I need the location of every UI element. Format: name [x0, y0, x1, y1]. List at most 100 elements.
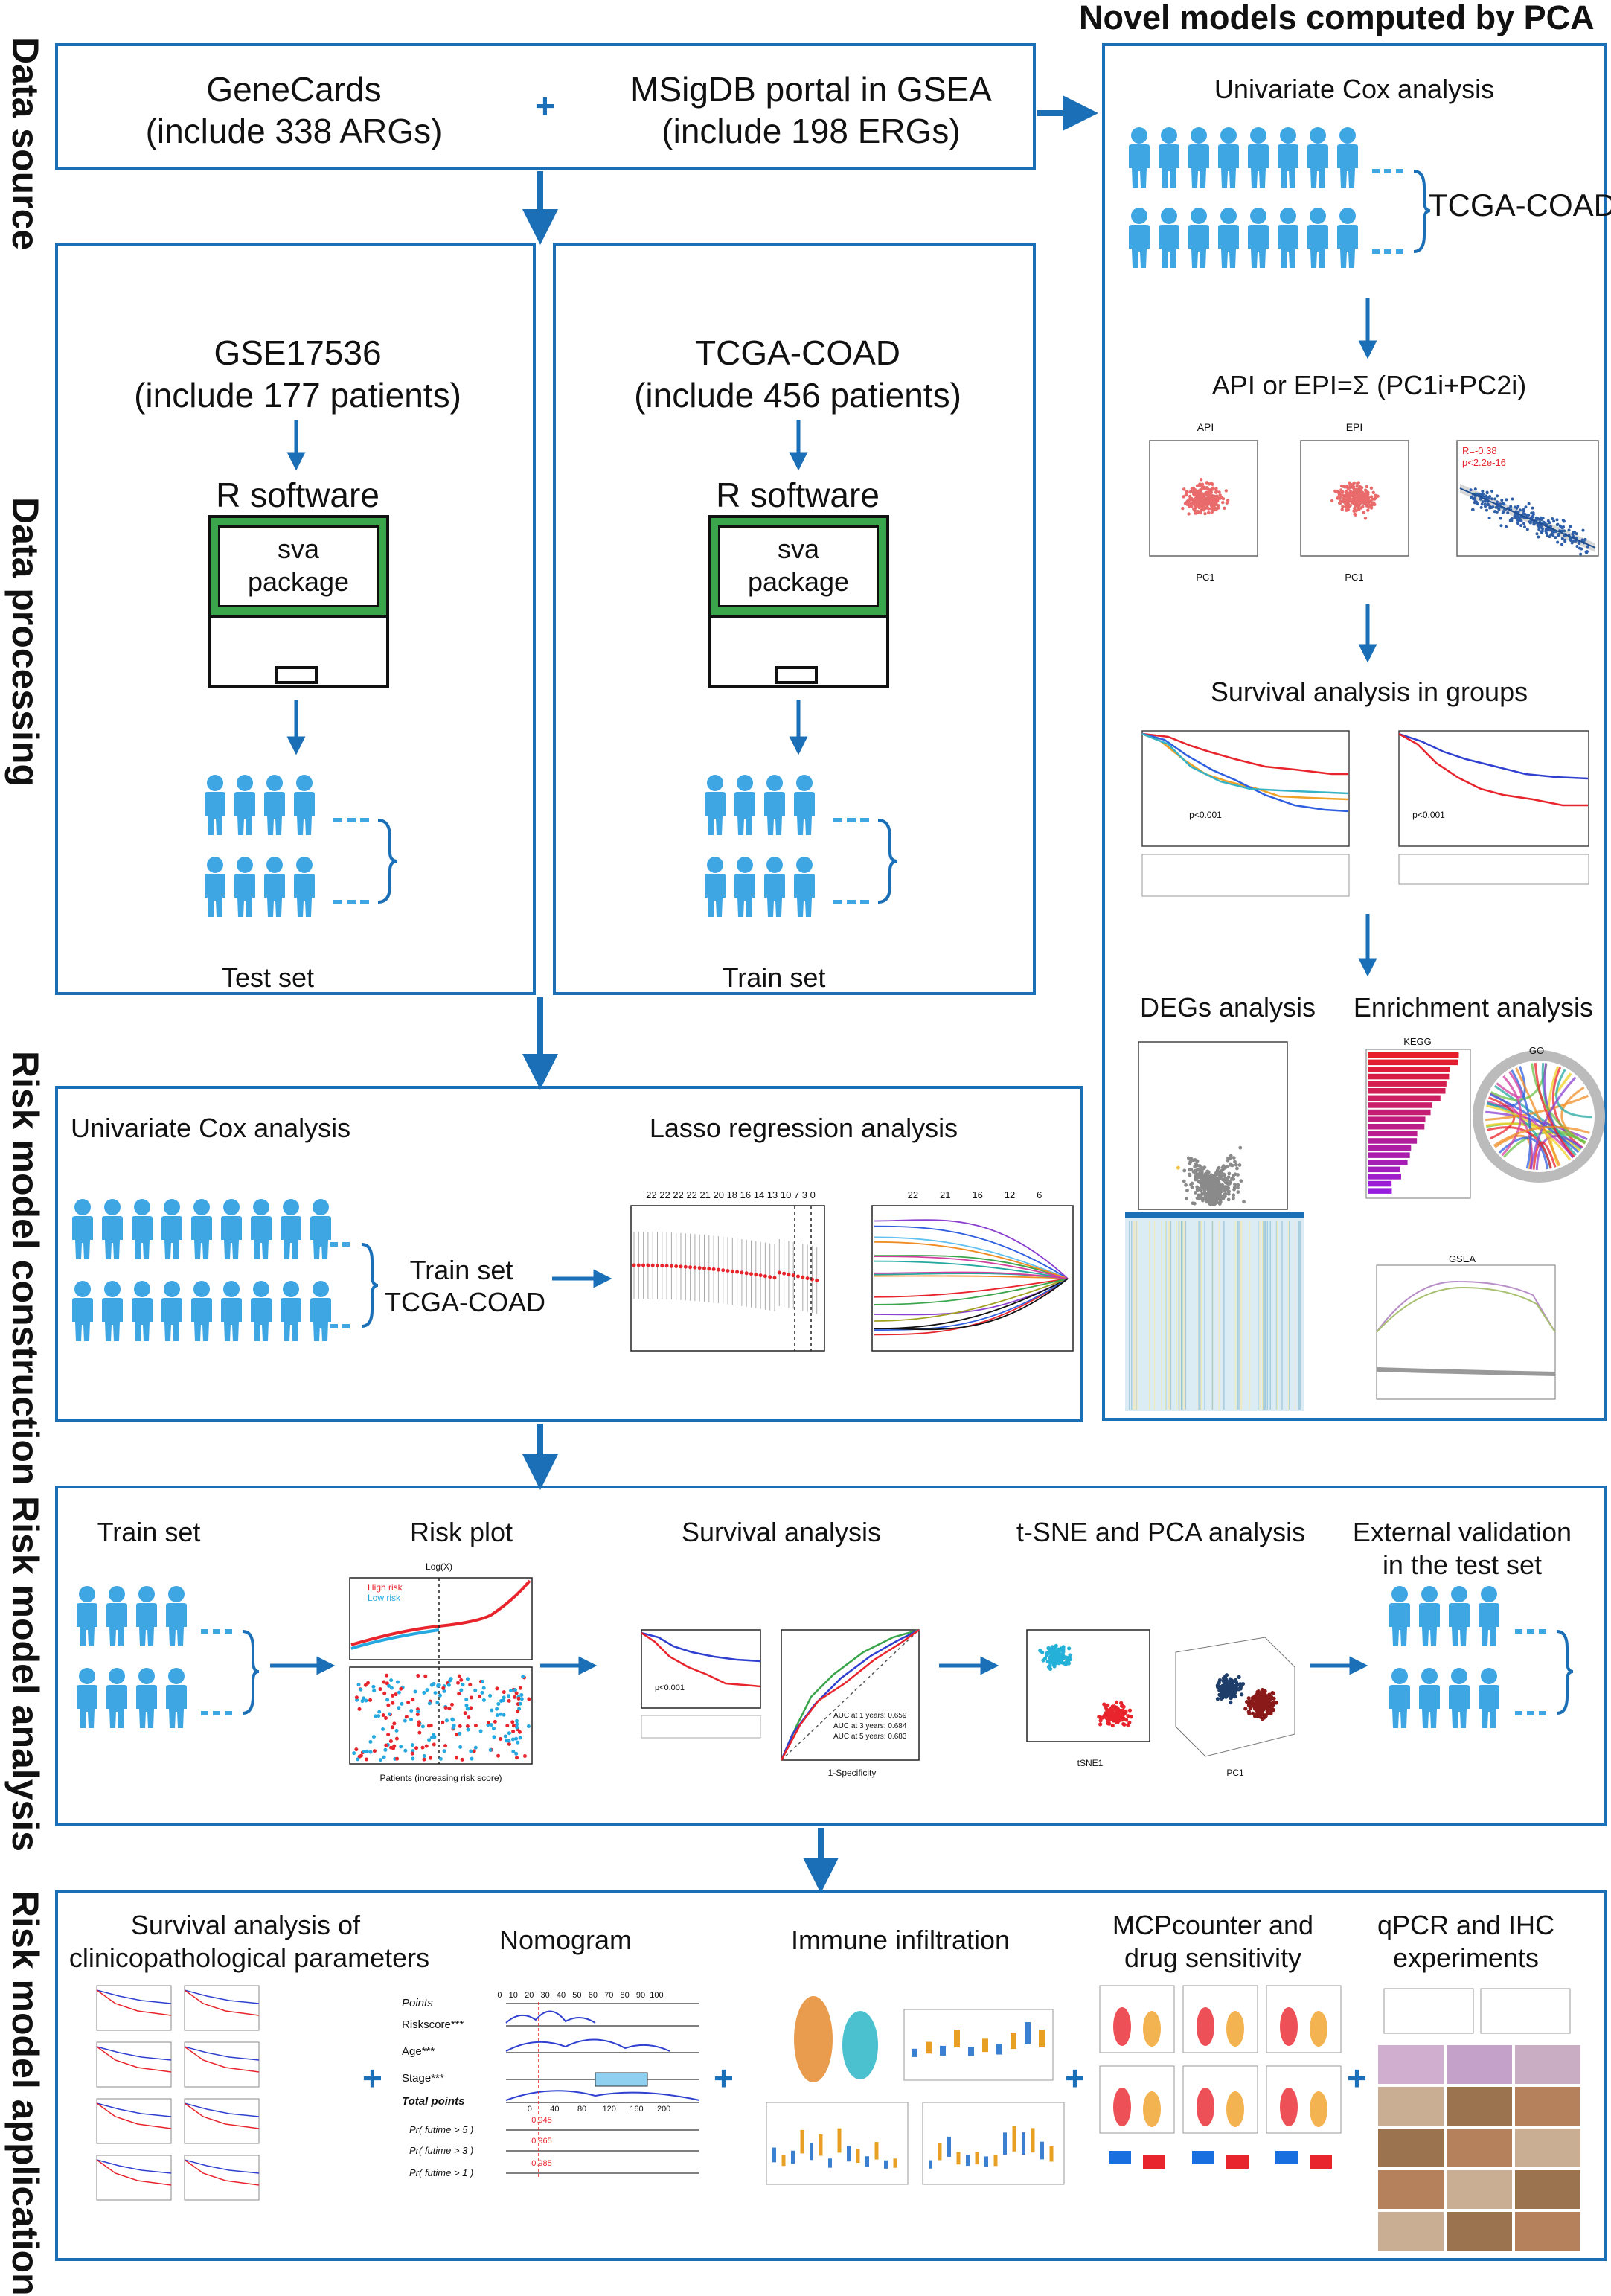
tsne-dot — [1048, 1663, 1052, 1668]
scatter-dot — [1374, 493, 1377, 497]
mcp-violin — [1113, 2088, 1131, 2126]
pca-dot — [1268, 1710, 1272, 1715]
corr-dot — [1516, 504, 1520, 508]
risk-dot — [454, 1756, 458, 1760]
volcano-dot — [1221, 1164, 1226, 1168]
heatmap-thumb — [1125, 1212, 1304, 1411]
analysis-external-2: in the test set — [1382, 1550, 1543, 1580]
risk-dot — [354, 1695, 359, 1700]
scatter-dot — [1205, 503, 1209, 507]
lasso-point — [772, 1276, 777, 1280]
lasso-point — [641, 1263, 646, 1267]
immune-box — [781, 2155, 786, 2167]
pca-dot — [1224, 1693, 1229, 1698]
volcano-dot — [1193, 1201, 1197, 1206]
risk-dot — [502, 1695, 506, 1700]
pca-dot — [1265, 1707, 1269, 1712]
risk-dot — [464, 1697, 469, 1701]
r-window-line-left — [211, 615, 386, 618]
volcano-dot — [1202, 1176, 1206, 1180]
risk-dot — [446, 1683, 451, 1687]
lasso-coef-thumb — [871, 1205, 1074, 1352]
kegg-bar — [1368, 1152, 1410, 1158]
scatter-dot — [1196, 490, 1200, 493]
risk-dot — [374, 1714, 378, 1718]
risk-dot — [466, 1707, 470, 1711]
risk-dot — [459, 1688, 464, 1692]
scatter-dot — [1184, 493, 1188, 497]
lasso-point — [791, 1273, 795, 1278]
pca-dot — [1227, 1680, 1232, 1684]
lasso-path — [874, 1278, 1069, 1305]
corr-dot — [1487, 517, 1491, 520]
risk-dot — [510, 1737, 515, 1742]
tsne-dot — [1104, 1707, 1109, 1712]
clinical-km-panel — [184, 2098, 260, 2144]
corr-dot — [1560, 537, 1564, 540]
risk-dot — [527, 1697, 531, 1701]
pc1-label-b: PC1 — [1345, 572, 1364, 583]
volcano-dot — [1185, 1189, 1189, 1192]
immune-box — [837, 2128, 842, 2153]
pca-dot — [1219, 1684, 1223, 1689]
risk-dot — [410, 1743, 414, 1747]
lasso-point — [716, 1267, 720, 1272]
corr-dot — [1490, 489, 1494, 493]
kegg-bar — [1368, 1145, 1412, 1151]
chord-link — [1529, 1076, 1577, 1170]
tsne-dot — [1113, 1707, 1118, 1711]
tsne-dot — [1068, 1653, 1072, 1657]
pca-dot — [1228, 1677, 1232, 1681]
nomo-row-7: Pr( futime > 1 ) — [409, 2167, 474, 2178]
immune-box — [856, 2149, 860, 2164]
scatter-dot — [1339, 488, 1343, 492]
corr-dot — [1480, 502, 1484, 506]
corr-dot — [1473, 487, 1477, 491]
lasso-point — [721, 1268, 726, 1273]
corr-dot — [1494, 505, 1498, 509]
risk-dot — [416, 1674, 420, 1678]
risk-dot — [489, 1723, 493, 1727]
analysis-survival: Survival analysis — [681, 1517, 882, 1547]
nomo-val-2: 0.965 — [531, 2137, 552, 2146]
volcano-dot — [1216, 1189, 1220, 1193]
scatter-dot — [1352, 509, 1356, 513]
volcano-dot — [1233, 1172, 1237, 1177]
scatter-dot — [1337, 491, 1341, 496]
risk-dot — [513, 1688, 517, 1692]
chord-link — [1532, 1141, 1557, 1170]
ihc-tile — [1447, 2170, 1512, 2209]
test-set-people-icon — [205, 775, 398, 917]
corr-dot — [1471, 508, 1475, 511]
msigdb-sub: (include 198 ERGs) — [662, 112, 961, 150]
scatter-dot — [1208, 494, 1213, 498]
risk-dot — [450, 1717, 455, 1721]
app-qpcr-1: qPCR and IHC — [1377, 1910, 1555, 1940]
pca-dot — [1217, 1678, 1223, 1683]
kegg-bar — [1368, 1160, 1408, 1165]
r-software-right: R software — [716, 476, 880, 514]
kegg-bars-thumb — [1365, 1049, 1471, 1199]
chord-link — [1486, 1104, 1572, 1161]
nomo-row-6: Pr( futime > 3 ) — [409, 2145, 474, 2156]
lasso-path — [874, 1219, 1069, 1279]
scatter-dot — [1185, 490, 1189, 493]
risk-dot — [426, 1724, 431, 1728]
lasso-top-labels-1: 22 22 22 22 21 20 18 16 14 13 10 7 3 0 — [646, 1189, 816, 1200]
corr-dot — [1552, 519, 1556, 523]
risk-dot — [420, 1724, 425, 1729]
corr-dot — [1519, 524, 1523, 528]
drug-box — [1192, 2151, 1214, 2164]
immune-box — [1031, 2128, 1035, 2153]
risk-dot — [362, 1696, 366, 1701]
risk-dot — [478, 1729, 483, 1733]
volcano-dot — [1176, 1165, 1180, 1170]
chord-link — [1496, 1071, 1523, 1099]
volcano-dot — [1213, 1183, 1217, 1187]
km-pval-b: p<0.001 — [1412, 810, 1445, 820]
volcano-dot — [1230, 1163, 1234, 1168]
volcano-dot — [1226, 1192, 1231, 1196]
clinical-km-panel — [96, 2098, 172, 2144]
risk-dot — [389, 1745, 394, 1750]
roc-x-label: 1-Specificity — [827, 1768, 877, 1778]
